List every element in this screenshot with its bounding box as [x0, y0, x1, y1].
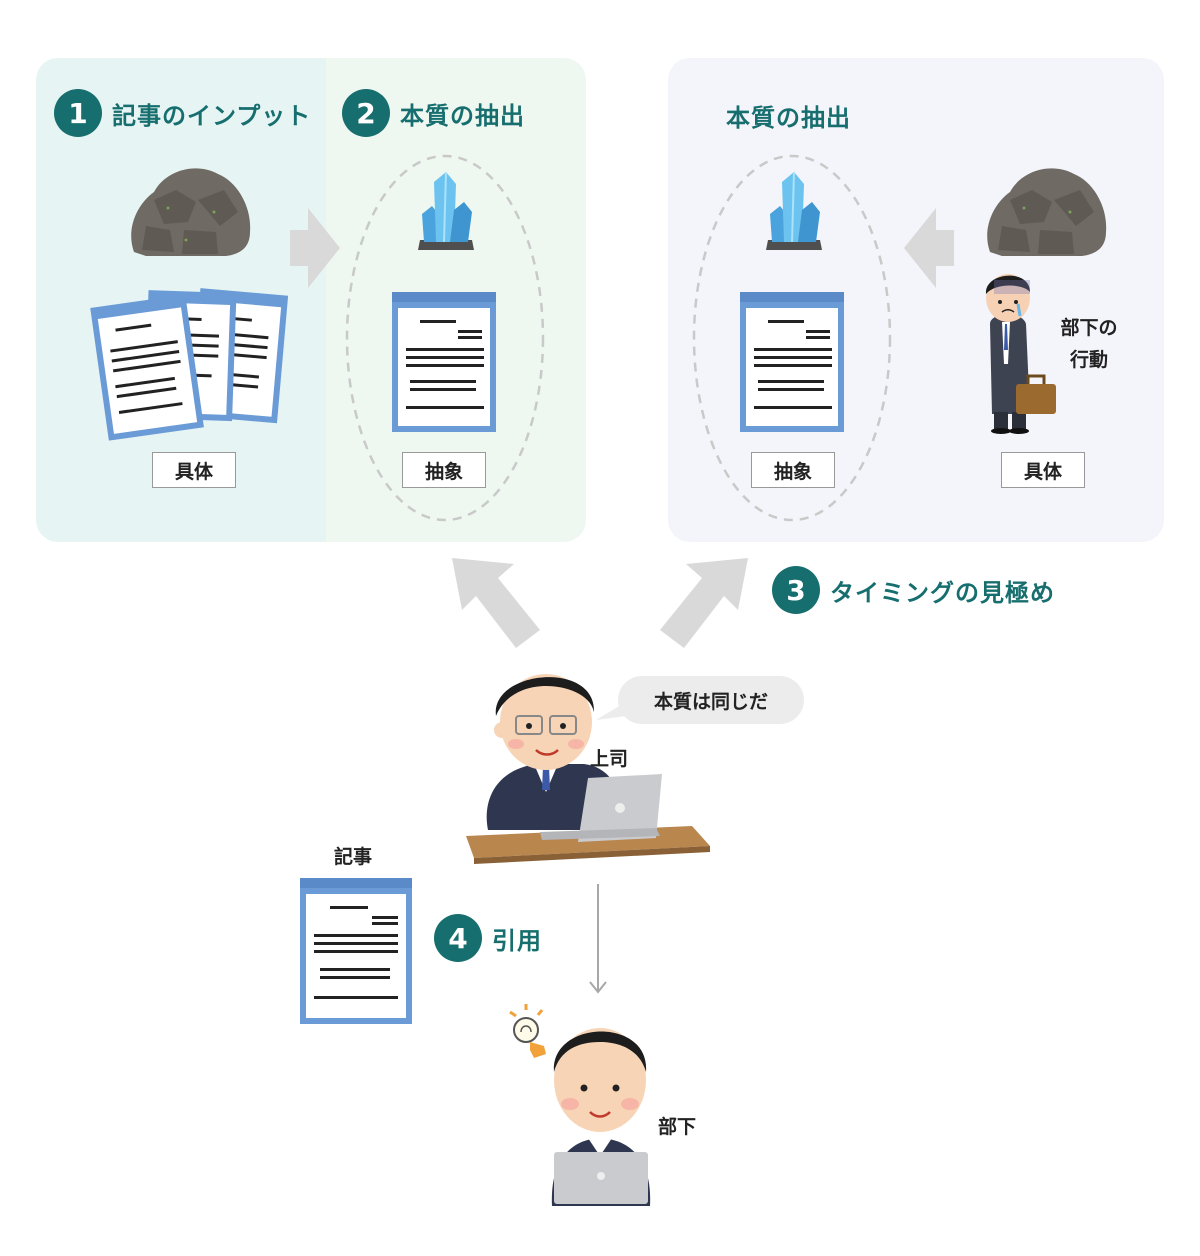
rock-icon — [131, 168, 251, 256]
rock-icon — [987, 168, 1107, 256]
label-subordinate-action: 部下の行動 — [1060, 317, 1118, 371]
arrow-up-left-icon — [452, 558, 540, 648]
crystal-icon — [418, 171, 474, 250]
tag-abstract-right: 抽象 — [751, 452, 835, 488]
speech-bubble: 本質は同じだ — [618, 676, 804, 724]
arrow-right-icon — [290, 208, 340, 288]
label-boss: 上司 — [590, 748, 629, 770]
step-3-number: 3 — [772, 566, 820, 614]
label-subordinate: 部下 — [658, 1116, 697, 1138]
sad-businessman-icon — [985, 274, 1056, 434]
right-panel-heading: 本質の抽出 — [726, 104, 851, 132]
document-stack-icon — [90, 288, 289, 441]
document-icon — [300, 878, 412, 1024]
arrow-down-icon — [589, 884, 607, 994]
step-1-label: 記事のインプット — [112, 101, 312, 130]
step-1-heading: 1 記事のインプット — [54, 89, 311, 137]
step-2-label: 本質の抽出 — [400, 101, 525, 130]
tag-abstract-left: 抽象 — [402, 452, 486, 488]
boss-at-laptop-icon — [466, 674, 710, 864]
subordinate-at-laptop-icon — [551, 1028, 651, 1206]
tag-concrete-left: 具体 — [152, 452, 236, 488]
step-4-number: 4 — [434, 914, 482, 962]
label-article: 記事 — [334, 846, 373, 868]
abstract-ellipse-left — [345, 154, 545, 522]
arrow-left-icon — [904, 208, 954, 288]
step-4-label: 引用 — [492, 926, 542, 955]
lightbulb-icon — [509, 1004, 546, 1058]
document-icon — [740, 292, 844, 432]
arrow-up-right-icon — [660, 558, 748, 648]
step-3-heading: 3 タイミングの見極め — [772, 566, 1055, 614]
crystal-icon — [766, 171, 822, 250]
step-2-number: 2 — [342, 89, 390, 137]
step-2-heading: 2 本質の抽出 — [342, 89, 525, 137]
tag-concrete-right: 具体 — [1001, 452, 1085, 488]
document-icon — [392, 292, 496, 432]
step-4-heading: 4 引用 — [434, 914, 542, 962]
step-3-label: タイミングの見極め — [830, 578, 1055, 607]
step-1-number: 1 — [54, 89, 102, 137]
abstract-ellipse-right — [692, 154, 892, 522]
